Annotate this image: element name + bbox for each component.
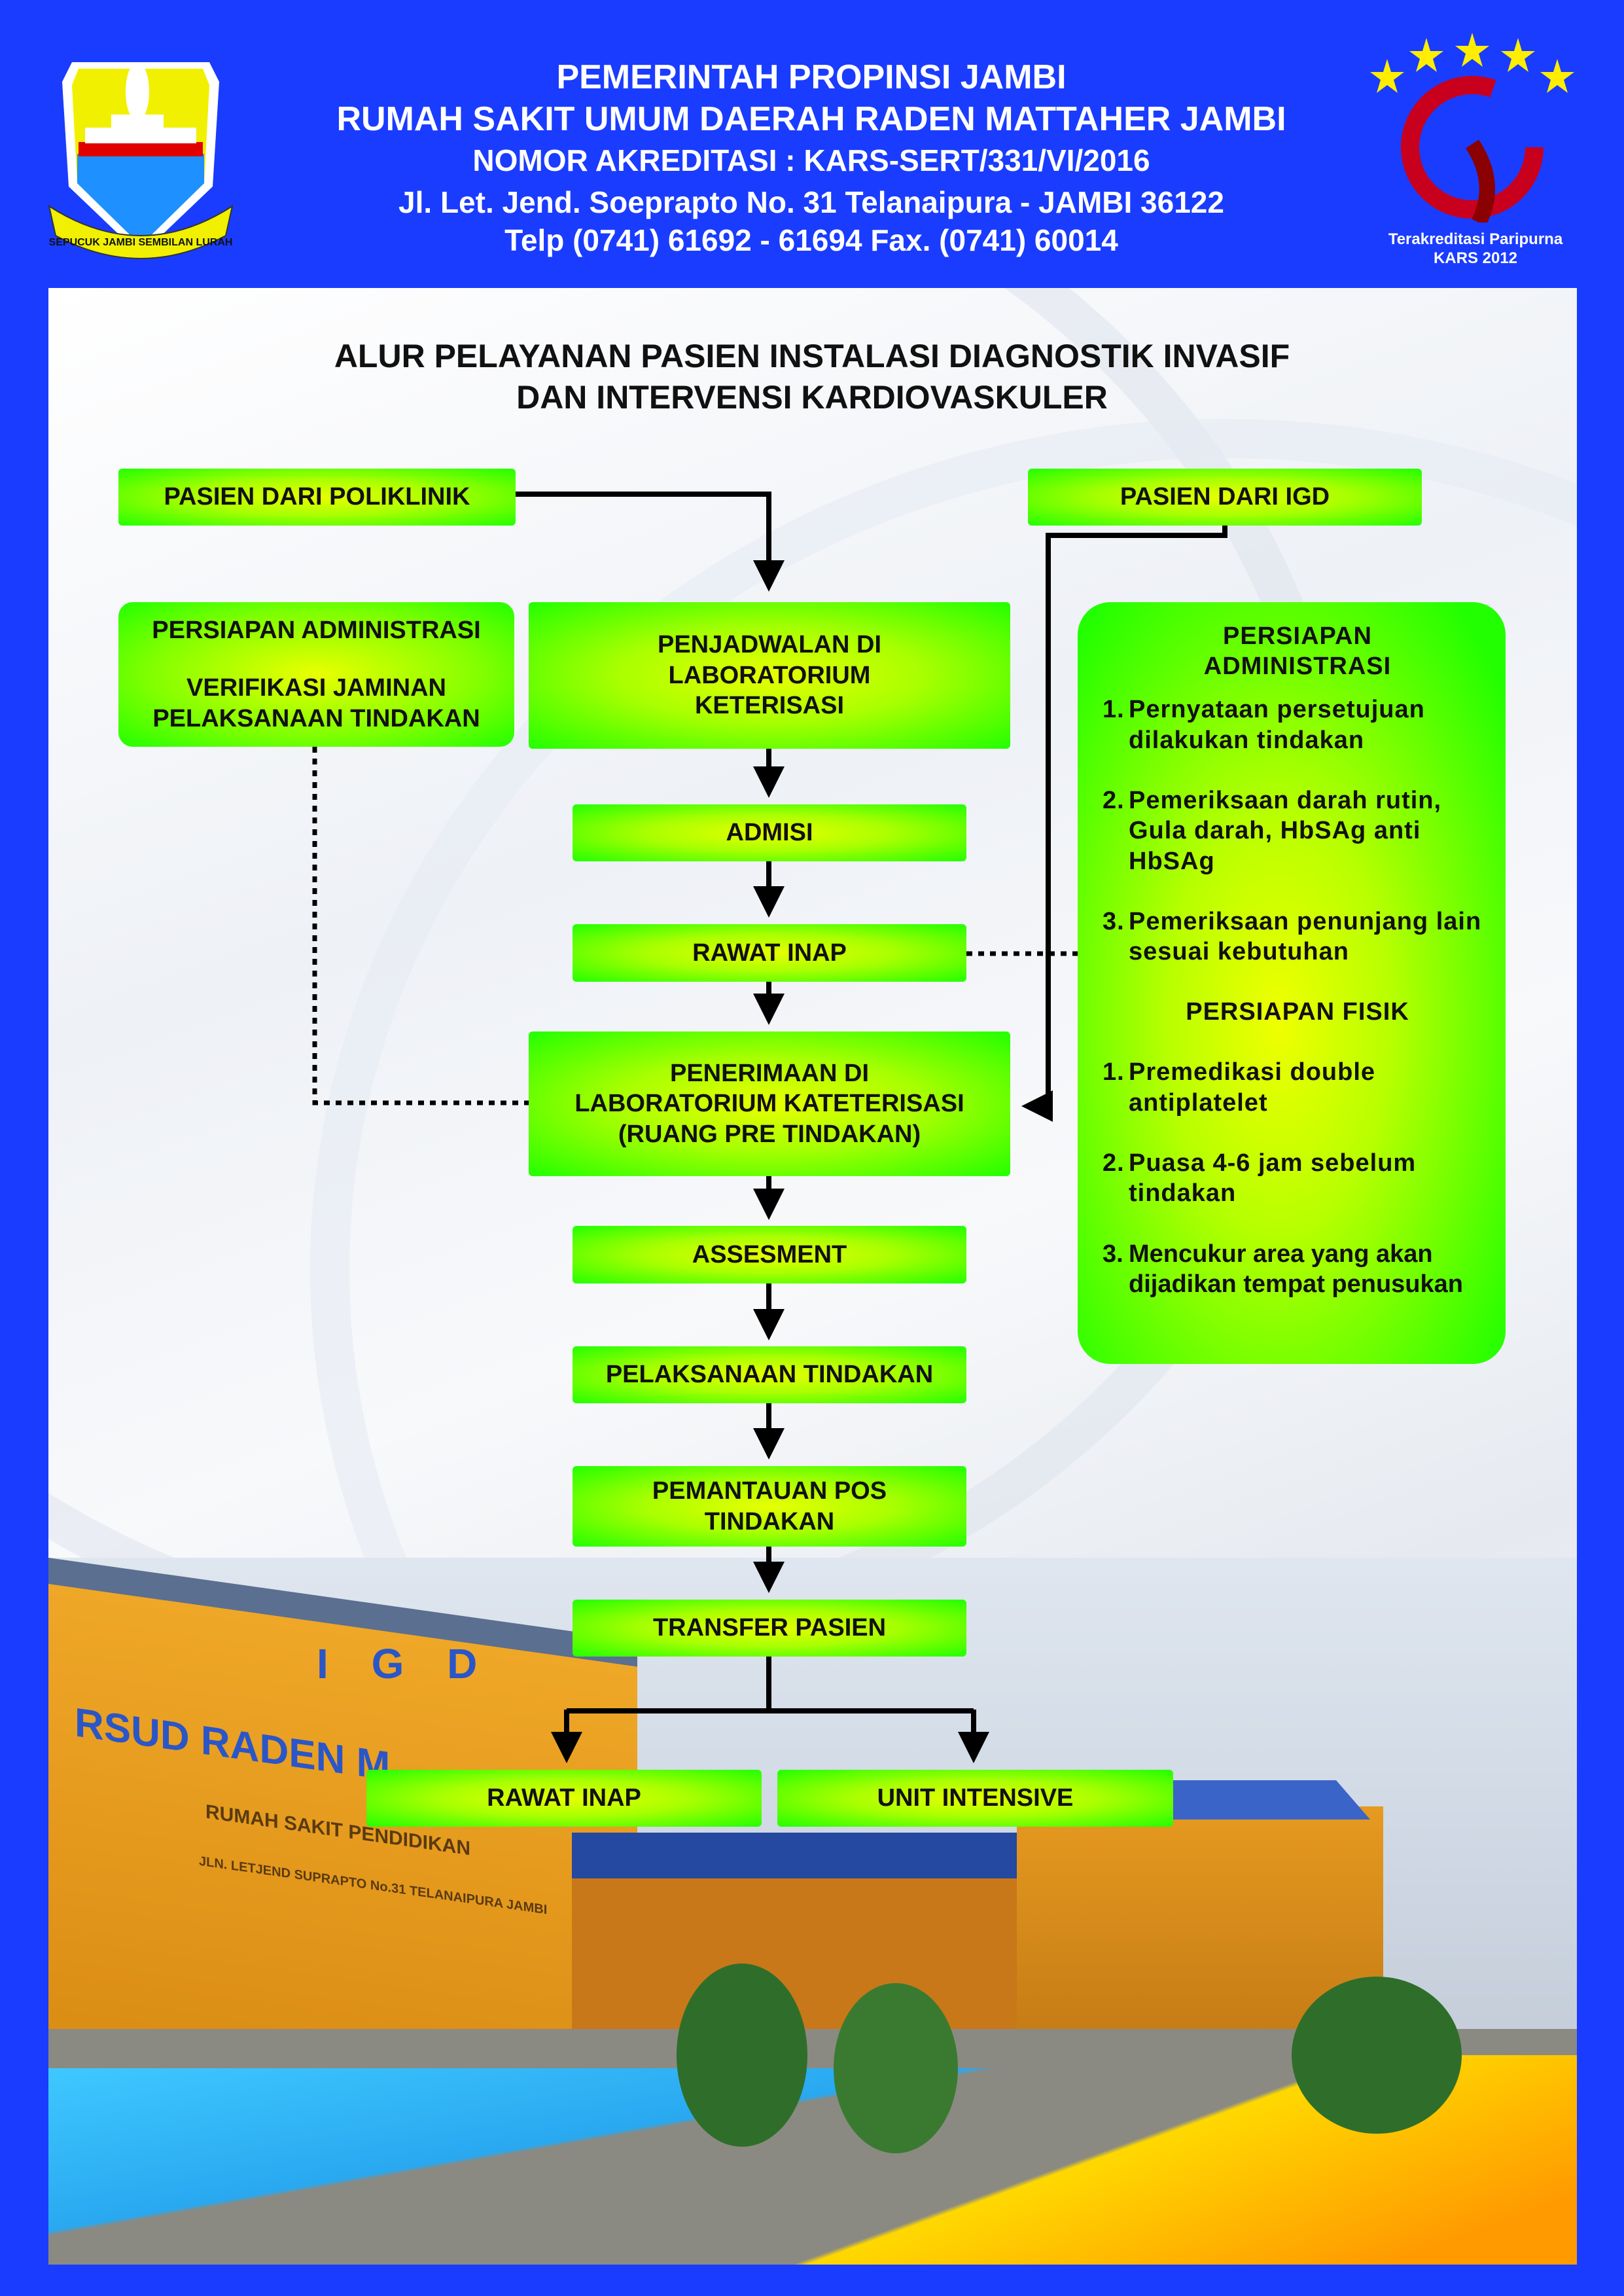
persiapan-admin-heading: PERSIAPAN ADMINISTRASI: [1203, 622, 1392, 680]
box-pemantauan: PEMANTAUAN POS TINDAKAN: [573, 1466, 966, 1547]
header-line-accreditation: NOMOR AKREDITASI : KARS-SERT/331/VI/2016: [472, 143, 1150, 177]
arrow-transfer-split: [567, 1657, 974, 1713]
header-line-hospital: RUMAH SAKIT UMUM DAERAH RADEN MATTAHER J…: [336, 100, 1286, 138]
admin-item: 2.Pemeriksaan darah rutin, Gula darah, H…: [1103, 786, 1442, 875]
admin-left-verification: VERIFIKASI JAMINAN PELAKSANAAN TINDAKAN: [152, 674, 480, 732]
admin-item: 1.Pernyataan persetujuan dilakukan tinda…: [1103, 696, 1425, 754]
box-admisi: ADMISI: [573, 804, 966, 861]
box-persiapan-administrasi-left: PERSIAPAN ADMINISTRASI VERIFIKASI JAMINA…: [118, 602, 514, 747]
persiapan-panel: PERSIAPAN ADMINISTRASI 1.Pernyataan pers…: [1078, 602, 1506, 1364]
box-penerimaan: PENERIMAAN DI LABORATORIUM KATETERISASI …: [529, 1031, 1010, 1176]
page-title-line2: DAN INTERVENSI KARDIOVASKULER: [516, 379, 1108, 416]
dotted-admin-to-penerimaan: [312, 747, 529, 1105]
box-rawat-inap-2: RAWAT INAP: [366, 1770, 762, 1827]
box-assesment: ASSESMENT: [573, 1226, 966, 1283]
svg-text:SEPUCUK JAMBI SEMBILAN LURAH: SEPUCUK JAMBI SEMBILAN LURAH: [49, 237, 233, 248]
header-line-phone: Telp (0741) 61692 - 61694 Fax. (0741) 60…: [504, 223, 1118, 257]
fisik-item: 2.Puasa 4-6 jam sebelum tindakan: [1103, 1149, 1417, 1208]
box-penjadwalan: PENJADWALAN DI LABORATORIUM KETERISASI: [529, 602, 1010, 749]
header: SEPUCUK JAMBI SEMBILAN LURAH PEMERINTAH …: [0, 0, 1624, 288]
kars-accreditation-logo: [1370, 33, 1574, 223]
box-unit-intensive: UNIT INTENSIVE: [777, 1770, 1173, 1827]
sign-igd: I G D: [317, 1640, 493, 1687]
header-line-address: Jl. Let. Jend. Soeprapto No. 31 Telanaip…: [398, 185, 1224, 219]
admin-item: 3.Pemeriksaan penunjang lain sesuai kebu…: [1103, 907, 1482, 966]
admin-left-heading: PERSIAPAN ADMINISTRASI: [152, 616, 481, 644]
page-title-line1: ALUR PELAYANAN PASIEN INSTALASI DIAGNOST…: [334, 338, 1290, 374]
jambi-province-logo: SEPUCUK JAMBI SEMBILAN LURAH: [48, 62, 234, 259]
box-transfer: TRANSFER PASIEN: [573, 1600, 966, 1657]
hospital-building-photo: I G D RSUD RADEN M RUMAH SAKIT PENDIDIKA…: [48, 1558, 1577, 2265]
fisik-item: 3.Mencukur area yang akan dijadikan temp…: [1103, 1240, 1463, 1299]
box-rawat-inap: RAWAT INAP: [573, 924, 966, 982]
arrow-poliklinik-to-penjadwalan: [516, 492, 785, 592]
box-pasien-igd: PASIEN DARI IGD: [1028, 469, 1422, 526]
box-pasien-poliklinik: PASIEN DARI POLIKLINIK: [118, 469, 516, 526]
box-pelaksanaan: PELAKSANAAN TINDAKAN: [573, 1346, 966, 1403]
fisik-item: 1.Premedikasi double antiplatelet: [1103, 1058, 1376, 1117]
arrow-igd-to-penerimaan: [1021, 526, 1227, 1122]
accreditation-caption: Terakreditasi Paripurna: [1388, 230, 1563, 248]
header-line-government: PEMERINTAH PROPINSI JAMBI: [556, 58, 1067, 96]
persiapan-fisik-heading: PERSIAPAN FISIK: [1186, 997, 1409, 1026]
accreditation-year: KARS 2012: [1433, 249, 1518, 267]
